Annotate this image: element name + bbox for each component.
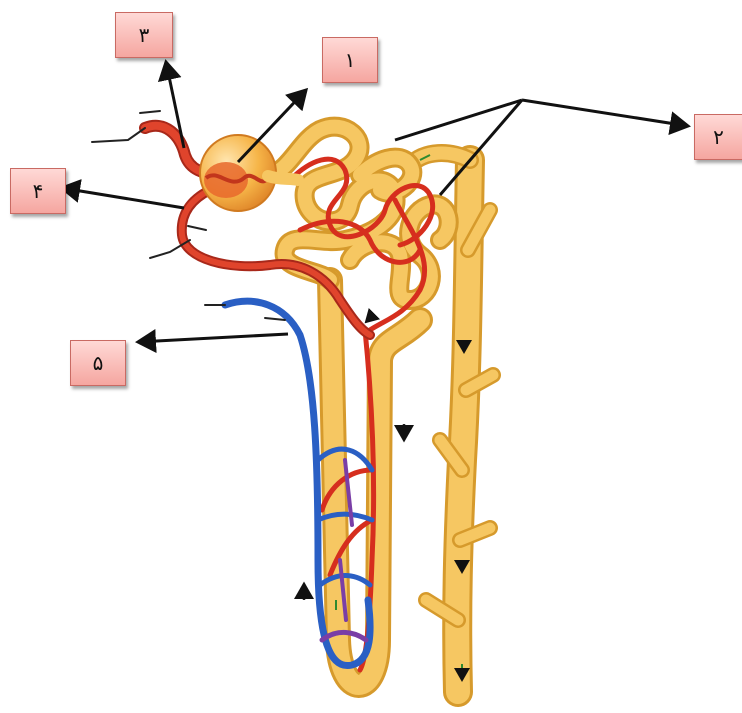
label-box-3: ٣ (115, 12, 173, 58)
label-box-1: ١ (322, 37, 378, 83)
label-box-4: ۴ (10, 168, 66, 214)
pointer-5 (138, 334, 288, 342)
bowmans-capsule (200, 135, 298, 211)
label-box-5: ۵ (70, 340, 126, 386)
pointer-4 (62, 188, 184, 208)
pointer-2c (522, 100, 688, 126)
label-box-2: ٢ (694, 114, 742, 160)
label-pointers (62, 62, 688, 342)
